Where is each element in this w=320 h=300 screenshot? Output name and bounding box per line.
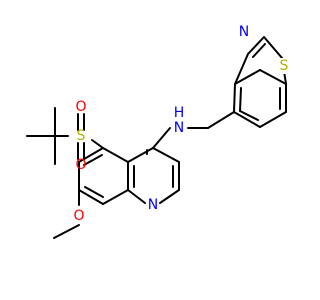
- benzothiazole-bonds: [207, 36, 287, 129]
- amine-linker-bonds: [152, 127, 209, 149]
- molecule-canvas: N S H N S O O O N: [26, 24, 290, 239]
- molecule-structure: N S H N S O O O N: [26, 24, 290, 239]
- atom-labels: N S H N S O O O N: [73, 24, 290, 224]
- thiazole-nitrogen-label: N: [239, 24, 249, 40]
- amine-nitrogen-label: N: [174, 120, 184, 136]
- amine-hydrogen-label: H: [174, 105, 185, 121]
- quinoline-bonds: [78, 147, 180, 205]
- sulfonyl-oxygen-lower-label: O: [75, 157, 86, 173]
- methoxy-bonds: [53, 189, 80, 239]
- sulfonyl-oxygen-upper-label: O: [75, 99, 86, 115]
- sulfonyl-bonds: [26, 107, 104, 165]
- sulfonyl-sulfur-label: S: [77, 128, 86, 144]
- methoxy-oxygen-label: O: [73, 208, 84, 224]
- thiazole-sulfur-label: S: [280, 58, 289, 74]
- quinoline-nitrogen-label: N: [148, 197, 158, 213]
